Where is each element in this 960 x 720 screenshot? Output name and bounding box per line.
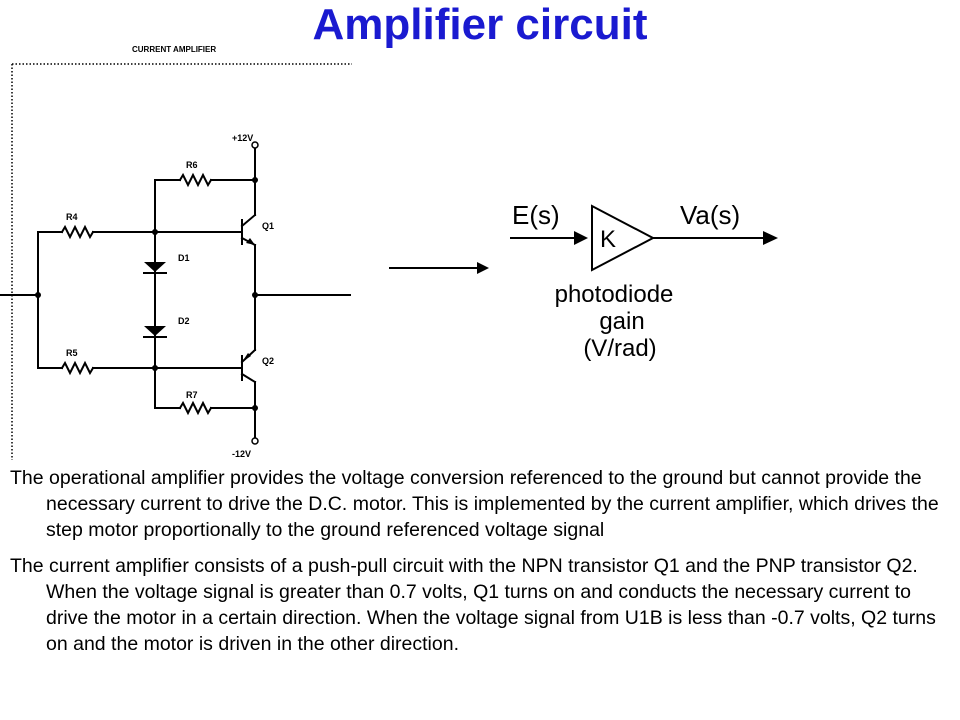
q2-label: Q2 [262,356,274,366]
caption-line-3: (V/rad) [583,335,656,362]
vcc-terminal-icon [251,141,259,149]
caption-line-1: photodiode [555,281,674,308]
gain-symbol: K [600,226,616,253]
r5-label: R5 [66,348,78,358]
diode-d1-icon [144,262,166,272]
resistor-r6 [178,172,213,188]
d1-label: D1 [178,253,190,263]
resistor-r4 [60,224,95,240]
page-title: Amplifier circuit [312,0,648,49]
caption-line-2: gain [599,308,644,335]
description-text: The operational amplifier provides the v… [10,465,950,667]
gain-amplifier-icon [591,204,656,272]
current-amplifier-schematic: CURRENT AMPLIFIER [0,45,352,460]
vee-terminal-icon [251,437,259,445]
paragraph-1: The operational amplifier provides the v… [10,467,939,541]
gain-block-diagram: E(s) Va(s) K photodiode gain (V/rad) [510,200,778,362]
d2-label: D2 [178,316,190,326]
diode-d2-icon [144,326,166,336]
vee-label: -12V [232,449,251,459]
equivalence-arrow-icon [389,262,489,274]
q1-label: Q1 [262,221,274,231]
resistor-r5 [60,360,95,376]
r7-label: R7 [186,390,198,400]
r6-label: R6 [186,160,198,170]
vcc-label: +12V [232,133,253,143]
r4-label: R4 [66,212,78,222]
schematic-heading: CURRENT AMPLIFIER [132,45,216,54]
resistor-r7 [178,400,213,416]
input-signal-label: E(s) [512,200,560,230]
paragraph-2: The current amplifier consists of a push… [10,555,936,655]
output-signal-label: Va(s) [680,200,740,230]
